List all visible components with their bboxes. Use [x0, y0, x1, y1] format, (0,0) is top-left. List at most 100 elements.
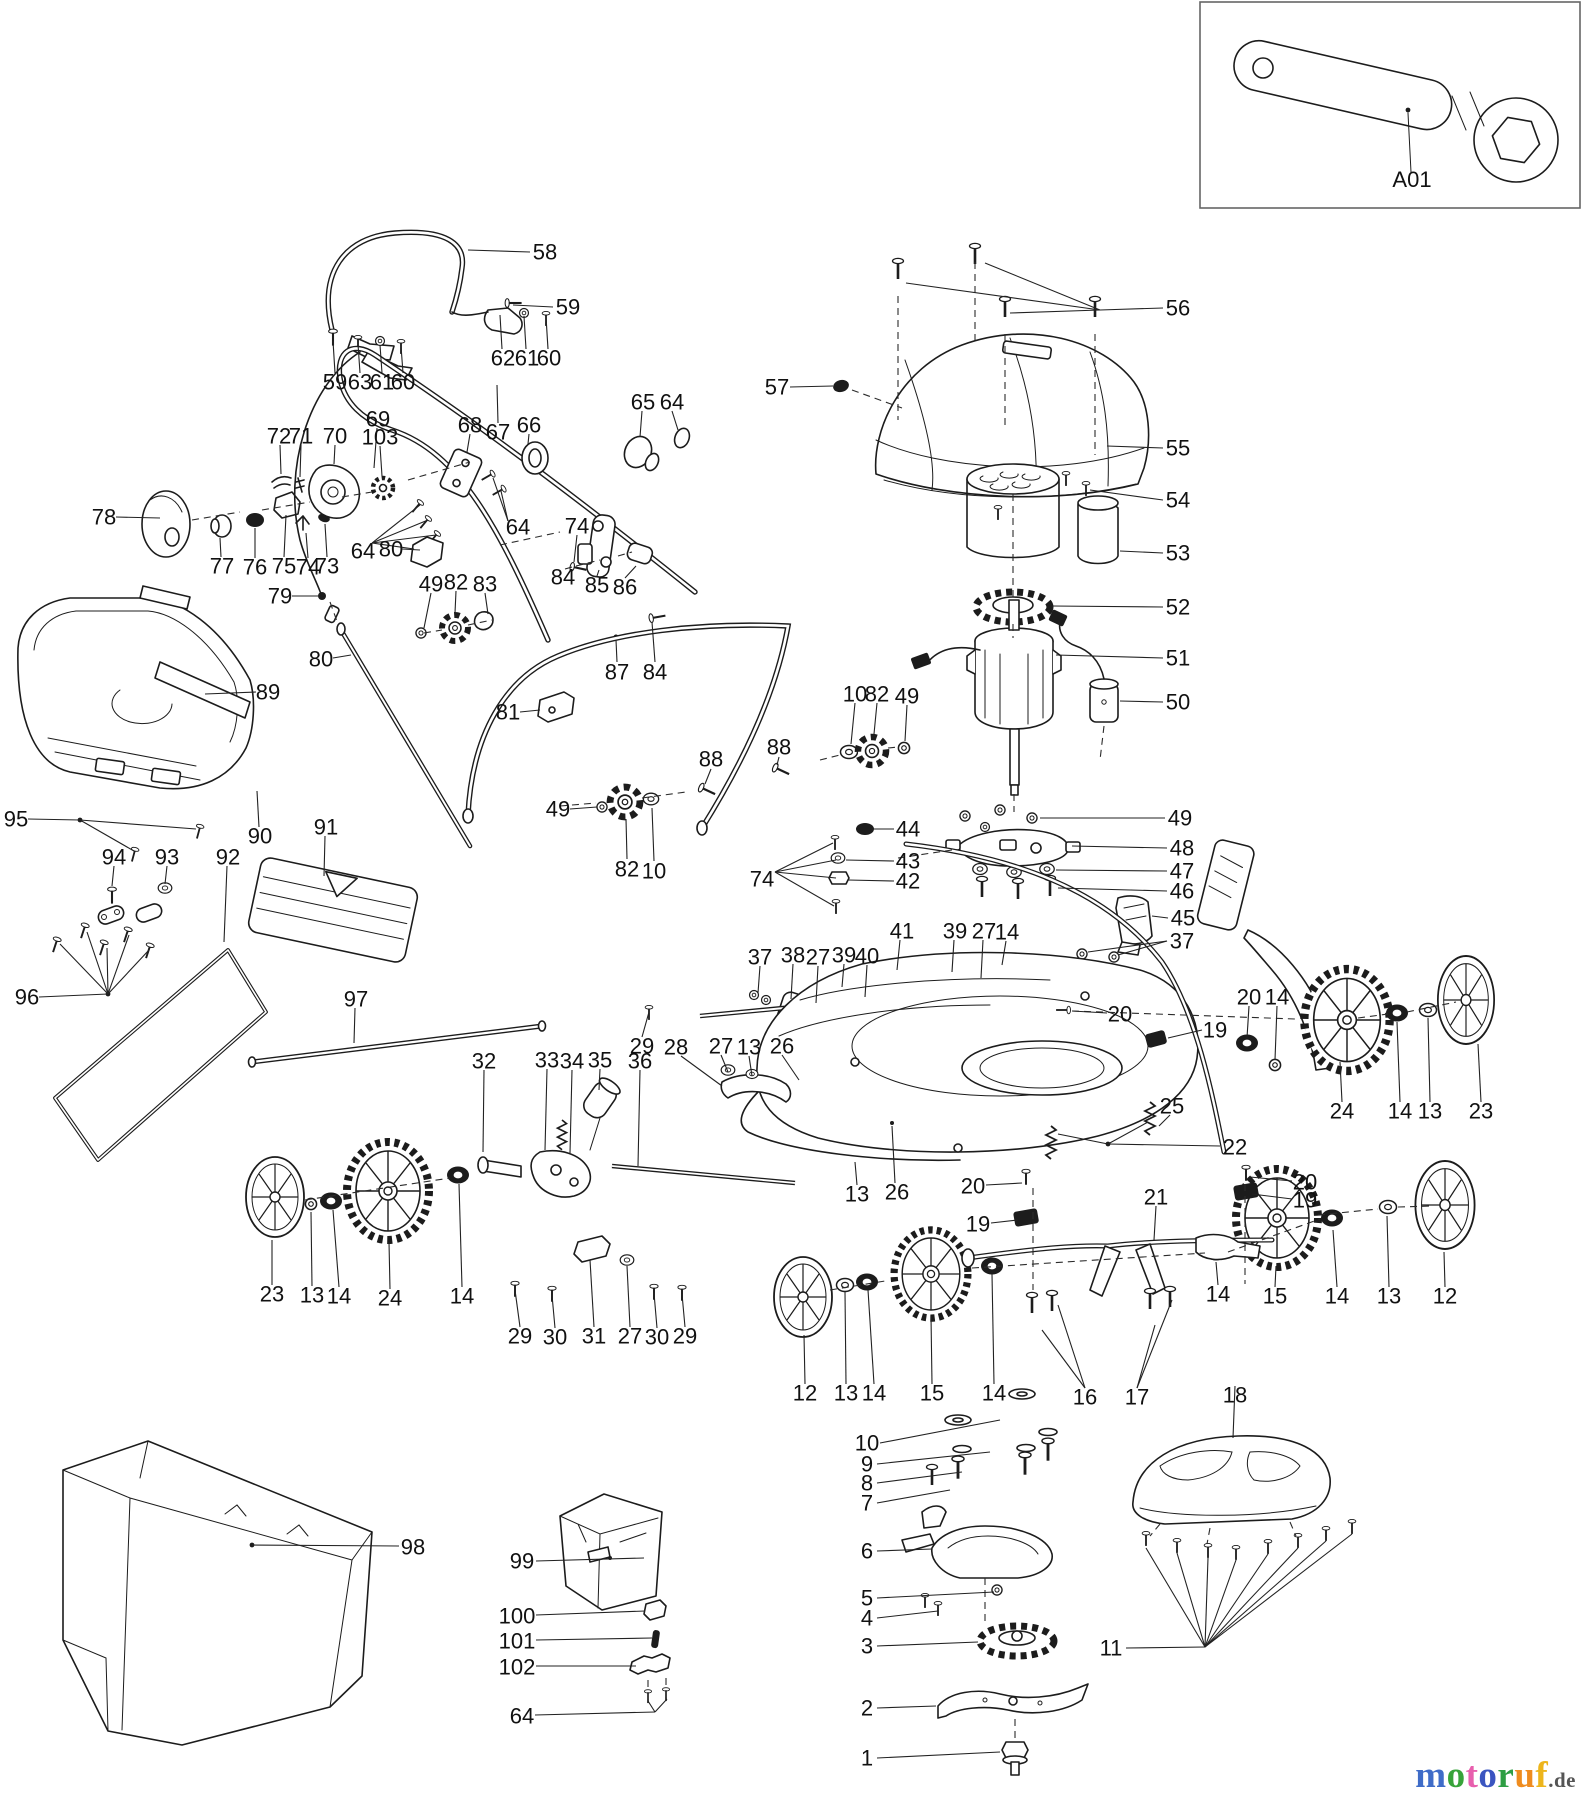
- callout-74: 74: [565, 514, 589, 539]
- callout-85: 85: [585, 573, 609, 598]
- callout-14: 14: [1388, 1099, 1412, 1124]
- callout-19: 19: [1203, 1018, 1227, 1043]
- callout-4: 4: [861, 1606, 873, 1631]
- callout-10: 10: [642, 859, 666, 884]
- leader-line-51: [1055, 654, 1164, 659]
- callout-59: 59: [323, 370, 347, 395]
- watermark-logo[interactable]: motoruf.de: [1415, 1757, 1576, 1794]
- leader-line-3: [876, 1641, 979, 1647]
- callout-14: 14: [450, 1284, 474, 1309]
- leader-line-56: [1009, 309, 1101, 314]
- blade-drive-group: [901, 1388, 1089, 1776]
- leader-line-31: [589, 1259, 595, 1328]
- watermark-letter: t: [1465, 1755, 1479, 1796]
- callout-24: 24: [1330, 1099, 1354, 1124]
- callout-72: 72: [267, 424, 291, 449]
- leader-line-11: [1204, 1547, 1299, 1648]
- leader-line-81: [519, 709, 541, 713]
- callout-55: 55: [1166, 436, 1190, 461]
- leader-line-12: [803, 1334, 806, 1385]
- callout-14: 14: [982, 1381, 1006, 1406]
- leader-line-90: [256, 790, 260, 828]
- leader-line-39: [951, 939, 955, 973]
- callout-62: 62: [491, 346, 515, 371]
- callout-5: 5: [861, 1586, 873, 1611]
- callout-13: 13: [737, 1035, 761, 1060]
- callout-3: 3: [861, 1634, 873, 1659]
- leader-line-95: [27, 818, 81, 821]
- leader-line-14: [1215, 1261, 1219, 1286]
- upper-handlebar: [339, 348, 695, 640]
- inset-wrench-box: A01: [1199, 1, 1581, 209]
- leader-line-11: [1204, 1553, 1269, 1648]
- hubcap-23-front-right: [1436, 955, 1496, 1045]
- leader-line-2: [876, 1705, 937, 1709]
- inset-label: A01: [1392, 167, 1431, 192]
- leader-line-99: [535, 1557, 645, 1562]
- latch-102: [629, 1653, 671, 1675]
- callout-87: 87: [605, 660, 629, 685]
- rear-flap-18: [1132, 1435, 1331, 1525]
- mulch-plug-99: [559, 1493, 663, 1611]
- callout-102: 102: [499, 1655, 536, 1680]
- rear-cover-group: [17, 585, 419, 963]
- callout-23: 23: [260, 1282, 284, 1307]
- leader-line-61: [523, 315, 527, 350]
- leader-line-15: [930, 1315, 933, 1385]
- callout-35: 35: [588, 1048, 612, 1073]
- leader-line-74: [774, 859, 837, 873]
- knob-35: [582, 1077, 621, 1119]
- trim-strip-89b: [154, 661, 251, 719]
- leader-line-6: [876, 1548, 933, 1552]
- leader-line-10: [651, 807, 655, 862]
- hubcap-12-rear-right: [1414, 1160, 1476, 1250]
- callout-83: 83: [473, 572, 497, 597]
- callout-89: 89: [256, 680, 280, 705]
- callout-100: 100: [499, 1604, 536, 1629]
- leader-line-30: [653, 1292, 658, 1329]
- callout-84: 84: [643, 660, 667, 685]
- callout-82: 82: [865, 682, 889, 707]
- motor-group: [911, 463, 1119, 796]
- callout-92: 92: [216, 845, 240, 870]
- callout-39: 39: [832, 943, 856, 968]
- leader-line-96: [107, 934, 130, 995]
- callout-65: 65: [631, 390, 655, 415]
- grass-catcher-98: [62, 1440, 373, 1746]
- leader-line-64: [371, 519, 429, 544]
- leader-line-55: [1106, 445, 1164, 449]
- callout-29: 29: [673, 1324, 697, 1349]
- leader-line-33: [544, 1068, 548, 1151]
- callout-60: 60: [537, 346, 561, 371]
- leader-line-32: [482, 1069, 485, 1153]
- callout-97: 97: [344, 987, 368, 1012]
- grommet-44: [856, 823, 874, 835]
- leader-line-7: [876, 1489, 951, 1504]
- callout-64: 64: [351, 539, 375, 564]
- callout-22: 22: [1223, 1135, 1247, 1160]
- callout-53: 53: [1166, 541, 1190, 566]
- leader-line-43: [845, 859, 895, 862]
- leader-line-74: [573, 534, 578, 563]
- leader-line-21: [1153, 1205, 1157, 1241]
- callout-16: 16: [1073, 1385, 1097, 1410]
- callout-13: 13: [1418, 1099, 1442, 1124]
- leader-line-23: [1477, 1043, 1482, 1103]
- leader-line-86: [624, 565, 637, 579]
- callout-18: 18: [1223, 1383, 1247, 1408]
- callout-64: 64: [506, 515, 530, 540]
- leader-line-34: [569, 1069, 573, 1154]
- clamp-81: [537, 691, 575, 723]
- leader-line-48: [1071, 845, 1168, 849]
- leader-line-42: [847, 879, 895, 882]
- leader-line-10: [879, 1419, 1001, 1444]
- leader-line-94: [111, 865, 115, 887]
- callout-2: 2: [861, 1696, 873, 1721]
- leader-line-72: [279, 444, 282, 475]
- leader-line-56: [984, 262, 1101, 311]
- watermark-letter: m: [1415, 1755, 1447, 1796]
- leader-line-47: [1055, 869, 1168, 872]
- hubcap-12-rear-left: [773, 1256, 833, 1338]
- leader-line-22: [1057, 1133, 1109, 1145]
